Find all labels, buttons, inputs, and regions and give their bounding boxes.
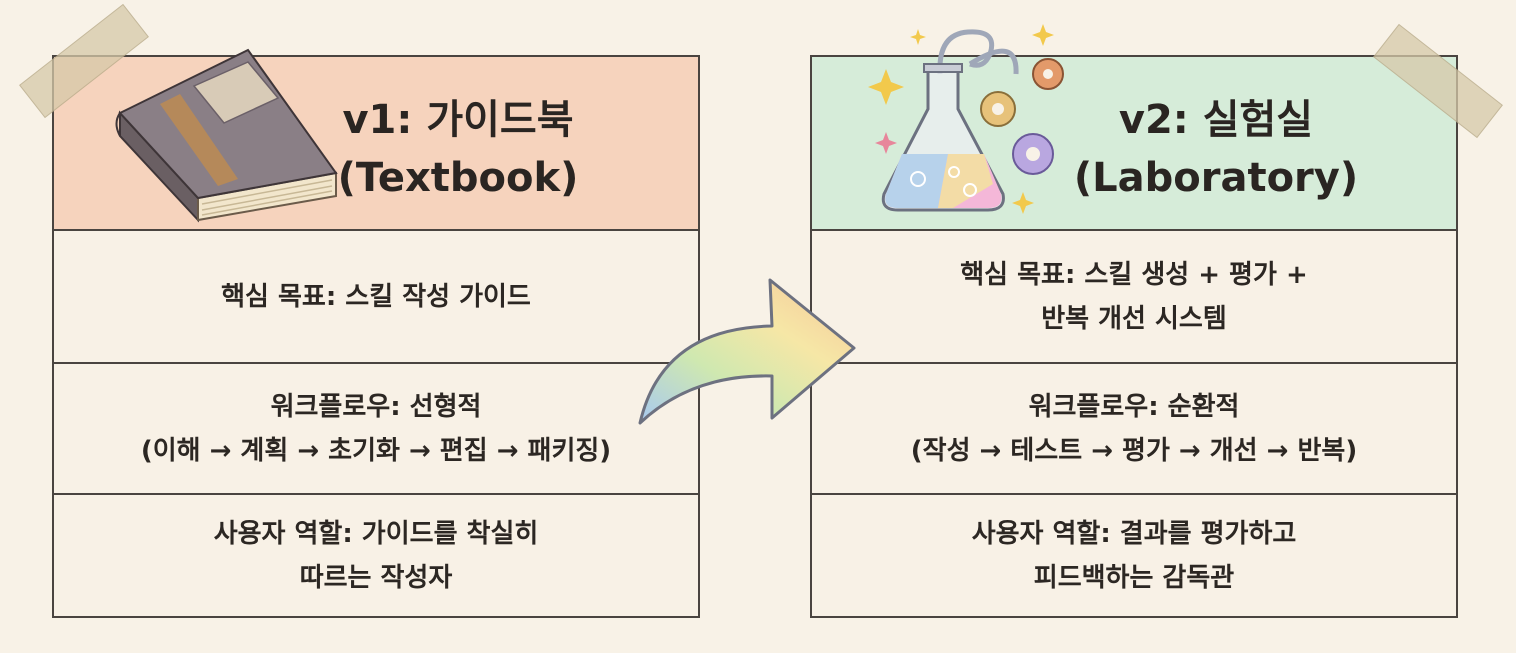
card-v2-role-line2: 피드백하는 감독관	[1033, 562, 1235, 593]
card-v1-title-line1: v1: 가이드북	[342, 97, 574, 143]
card-v2-goal-line1: 핵심 목표: 스킬 생성 + 평가 +	[960, 259, 1308, 290]
card-v1-role-line1: 사용자 역할: 가이드를 착실히	[213, 518, 539, 549]
card-v1-textbook: v1: 가이드북 (Textbook) 핵심 목표: 스킬 작성 가이드 워크플…	[52, 55, 700, 618]
card-v1-role: 사용자 역할: 가이드를 착실히 따르는 작성자	[54, 495, 698, 616]
card-v2-workflow-line1: 워크플로우: 순환적	[1028, 391, 1240, 422]
card-v1-workflow-line2: (이해 → 계획 → 초기화 → 편집 → 패키징)	[140, 435, 612, 466]
card-v1-title: v1: 가이드북 (Textbook)	[238, 91, 678, 207]
card-v1-goal-text: 핵심 목표: 스킬 작성 가이드	[221, 281, 531, 312]
book-icon	[115, 48, 338, 223]
card-v2-goal: 핵심 목표: 스킬 생성 + 평가 + 반복 개선 시스템	[812, 231, 1456, 364]
card-v1-header: v1: 가이드북 (Textbook)	[54, 57, 698, 231]
card-v1-workflow: 워크플로우: 선형적 (이해 → 계획 → 초기화 → 편집 → 패키징)	[54, 364, 698, 495]
card-v1-title-line2: (Textbook)	[337, 155, 579, 201]
card-v2-title-line2: (Laboratory)	[1073, 155, 1359, 201]
flask-icon	[868, 24, 1064, 214]
card-v2-workflow: 워크플로우: 순환적 (작성 → 테스트 → 평가 → 개선 → 반복)	[812, 364, 1456, 495]
card-v1-workflow-line1: 워크플로우: 선형적	[270, 391, 482, 422]
card-v2-title: v2: 실험실 (Laboratory)	[996, 91, 1436, 207]
card-v1-goal: 핵심 목표: 스킬 작성 가이드	[54, 231, 698, 364]
curved-arrow-icon	[638, 278, 856, 425]
card-v1-role-line2: 따르는 작성자	[299, 562, 453, 593]
card-v2-workflow-line2: (작성 → 테스트 → 평가 → 개선 → 반복)	[910, 435, 1358, 466]
card-v2-title-line1: v2: 실험실	[1118, 97, 1314, 143]
card-v2-goal-line2: 반복 개선 시스템	[1041, 303, 1227, 334]
card-v2-role-line1: 사용자 역할: 결과를 평가하고	[971, 518, 1297, 549]
card-v2-role: 사용자 역할: 결과를 평가하고 피드백하는 감독관	[812, 495, 1456, 616]
